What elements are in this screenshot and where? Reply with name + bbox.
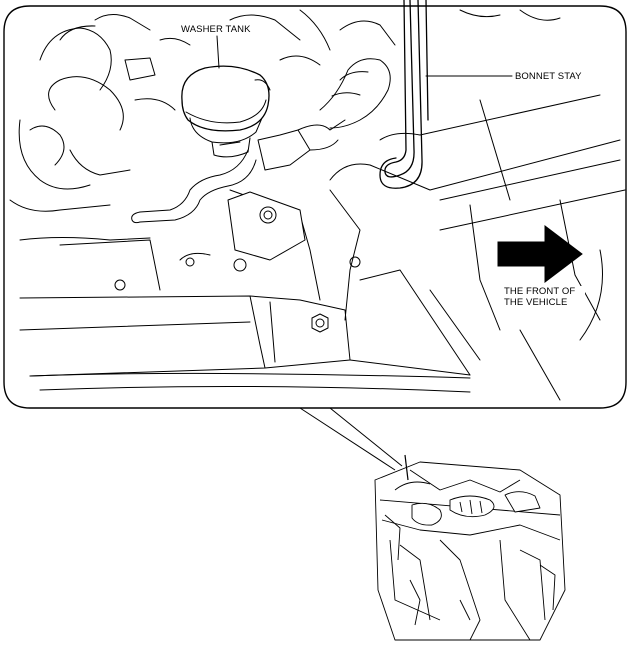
lower-bolt — [312, 314, 328, 332]
bonnet-stay-label: BONNET STAY — [514, 71, 583, 82]
right-arrow-icon — [498, 226, 582, 282]
washer-tank-leader — [217, 36, 219, 68]
engine-bay-overview — [375, 455, 565, 640]
washer-tank-cap — [182, 66, 270, 157]
detail-view — [10, 0, 625, 400]
vehicle-front-label-line2: THE VEHICLE — [504, 297, 568, 308]
callout-frame — [4, 6, 626, 408]
bonnet-stay — [380, 0, 428, 188]
callout-leader — [300, 408, 402, 470]
vehicle-front-label: THE FRONT OF THE VEHICLE — [503, 286, 585, 308]
washer-tank-label: WASHER TANK — [180, 24, 252, 35]
vehicle-front-label-line1: THE FRONT OF — [504, 286, 576, 297]
